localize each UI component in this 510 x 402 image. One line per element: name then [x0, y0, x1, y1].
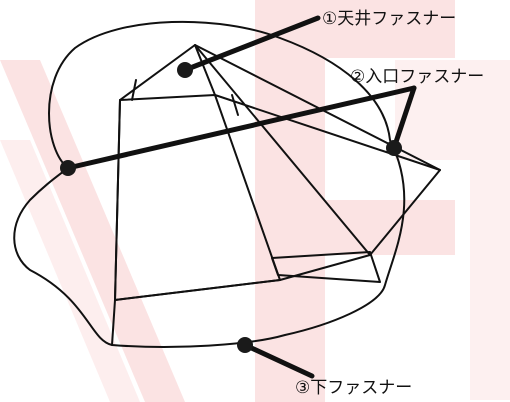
- center-left-edge: [194, 44, 216, 96]
- bottom-leader-line: [242, 342, 315, 379]
- ridge-right-edge: [194, 44, 371, 256]
- entrance-zipper-label: ②入口ファスナー: [350, 67, 484, 87]
- entrance-leader-line-left: [65, 85, 417, 171]
- entrance-marker-right: [386, 140, 402, 156]
- callout-bottom: ③下ファスナー: [237, 337, 412, 398]
- inner-floor: [114, 279, 281, 301]
- bottom-zipper-label: ③下ファスナー: [295, 378, 412, 398]
- ceiling-zipper-label: ①天井ファスナー: [322, 9, 456, 29]
- left-front-edge: [114, 99, 121, 301]
- bottom-marker: [237, 337, 253, 353]
- callout-entrance: ②入口ファスナー: [60, 67, 484, 176]
- fly-outline: [13, 20, 406, 348]
- entrance-flap: [271, 251, 381, 283]
- center-pole-edge: [214, 94, 281, 281]
- entrance-marker-left: [60, 160, 76, 176]
- roof-stitch-left: [131, 79, 137, 101]
- tent-outline: [13, 20, 441, 348]
- entrance-leader-line-right: [391, 85, 417, 151]
- roof-right-panel: [119, 94, 441, 171]
- callout-ceiling: ①天井ファスナー: [177, 9, 456, 78]
- ceiling-marker: [177, 62, 193, 78]
- ceiling-leader-line: [182, 15, 321, 73]
- tent-base-left: [111, 299, 116, 346]
- roof-stitch-right: [231, 94, 239, 116]
